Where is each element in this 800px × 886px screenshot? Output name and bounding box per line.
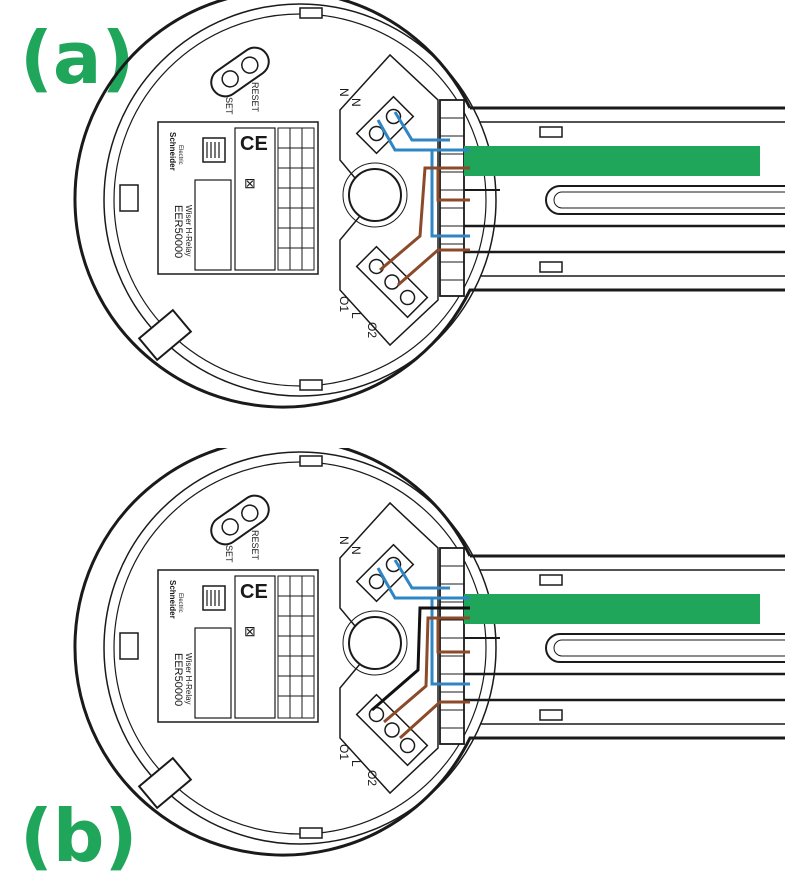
cable-gland (439, 99, 465, 297)
cable-gland (439, 547, 465, 745)
reset-label: RESET (250, 530, 260, 561)
output-terminal-block (355, 245, 429, 319)
brand-name: Schneider (168, 580, 177, 619)
earth-cable (464, 594, 760, 624)
weee-bin-icon: ⊠ (244, 175, 256, 191)
centre-boss (348, 168, 402, 222)
mounting-clip (137, 756, 193, 810)
black-wire (371, 606, 470, 712)
blue-wire-2 (393, 559, 450, 590)
mounting-clip (137, 308, 193, 362)
brand-name: Schneider (168, 132, 177, 171)
symbol-icon (202, 137, 226, 163)
brand-sub: Electric (177, 593, 183, 613)
lower-cable (464, 224, 785, 254)
terminal-o2-label: O2 (365, 322, 379, 338)
panel-a-diagram: SET RESET CE ⊠ Schneider Electric EER500… (73, 0, 785, 409)
terminal-n-label: N (337, 88, 351, 97)
neutral-terminal-block (355, 95, 415, 155)
terminal-o1-label: O1 (337, 744, 351, 760)
cable-loop (545, 633, 785, 663)
ce-mark: CE (240, 581, 268, 603)
brand-sub: Electric (177, 145, 183, 165)
panel-b-label: (b) (20, 794, 138, 878)
spec-grid (277, 127, 315, 271)
lower-cable (464, 672, 785, 702)
model-number: EER50000 (172, 653, 184, 706)
set-reset-buttons (210, 46, 270, 98)
terminal-l-label: L (349, 312, 363, 319)
terminal-n-label: N (337, 536, 351, 545)
ce-mark: CE (240, 133, 268, 155)
blue-wire-1 (376, 119, 470, 152)
set-label: SET (224, 97, 234, 115)
brown-wire-1 (379, 166, 470, 272)
reset-label: RESET (250, 82, 260, 113)
blue-wire-2 (393, 111, 450, 142)
panel-b-diagram: SET RESET CE ⊠ Schneider Electric EER500… (73, 448, 785, 857)
centre-boss (348, 616, 402, 670)
set-reset-buttons (210, 494, 270, 546)
product-name: Wiser H-Relay (184, 653, 193, 705)
terminal-n2-label: N (349, 98, 363, 107)
terminal-l-label: L (349, 760, 363, 767)
brown-wire-1 (383, 616, 470, 724)
model-number: EER50000 (172, 205, 184, 258)
panel-a-label: (a) (20, 16, 135, 100)
weee-bin-icon: ⊠ (244, 623, 256, 639)
neutral-terminal-block (355, 543, 415, 603)
blue-wire-1 (376, 567, 470, 600)
spec-grid (277, 575, 315, 719)
cable-loop (545, 185, 785, 215)
housing-outline (73, 0, 785, 409)
symbol-icon (202, 585, 226, 611)
brown-wire-2 (398, 700, 470, 740)
product-name: Wiser H-Relay (184, 205, 193, 257)
earth-cable (464, 146, 760, 176)
brown-wire-2 (397, 248, 470, 287)
terminal-n2-label: N (349, 546, 363, 555)
output-terminal-block (355, 693, 429, 767)
terminal-o1-label: O1 (337, 296, 351, 312)
terminal-o2-label: O2 (365, 770, 379, 786)
set-label: SET (224, 545, 234, 563)
